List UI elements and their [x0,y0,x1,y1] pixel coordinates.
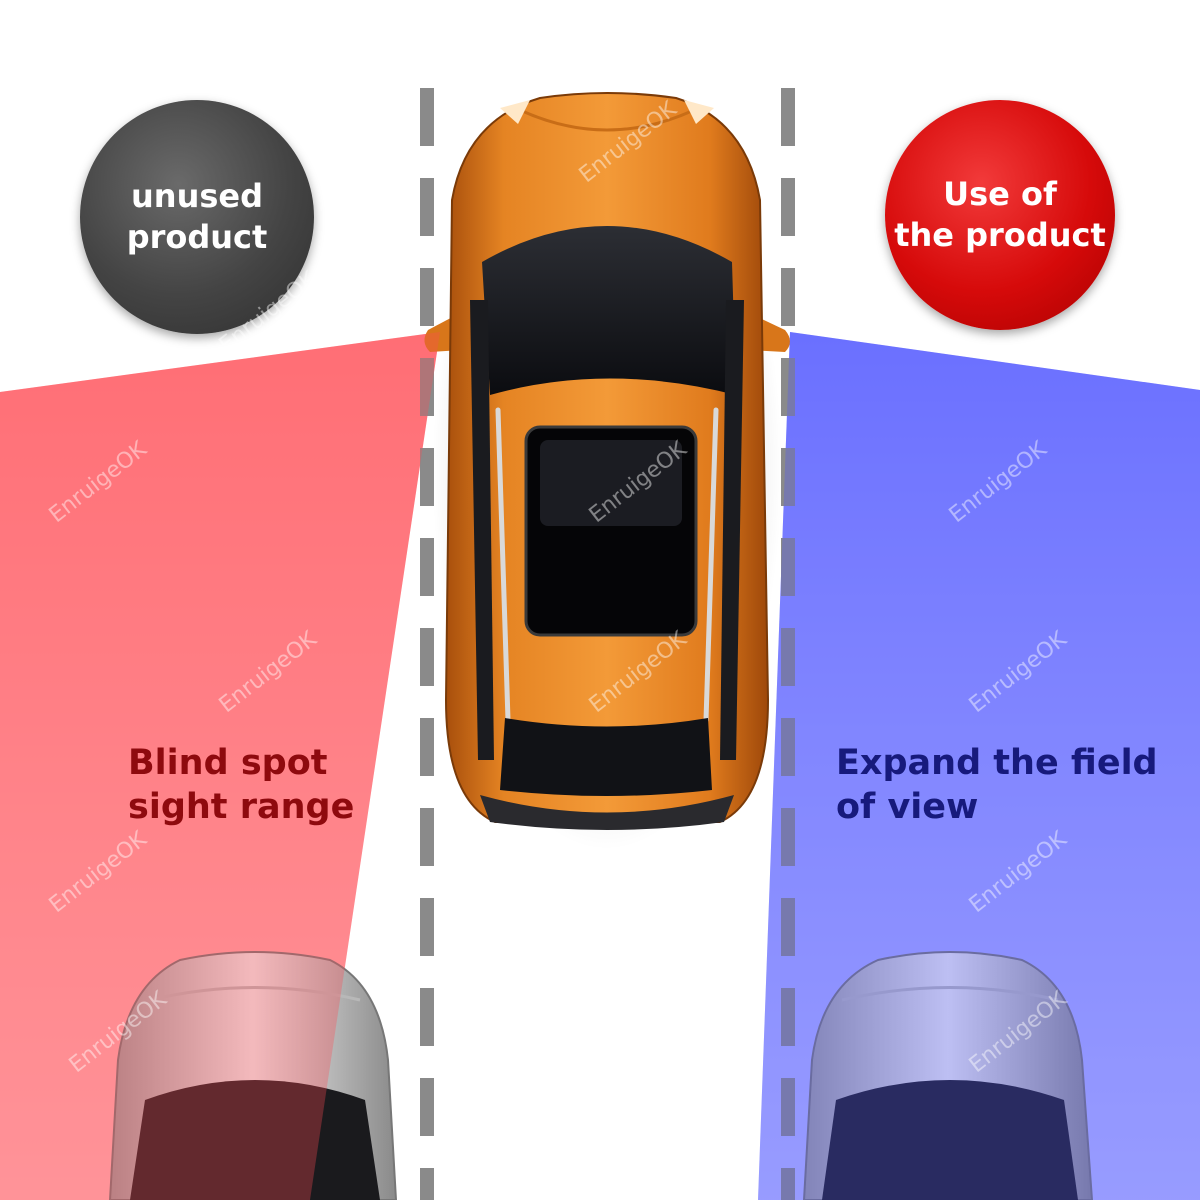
lane-dash [420,628,434,686]
lane-dash [420,808,434,866]
blind-spot-label: Blind spot sight range [128,742,354,830]
lane-dash [781,988,795,1046]
blind-spot-label-line: Blind spot [128,743,328,783]
use-of-product-badge: Use of the product [885,100,1115,330]
lane-dash [781,628,795,686]
lane-dash [420,718,434,776]
badge-text-line: product [126,218,268,256]
lane-dash [420,1078,434,1136]
lane-dash [781,718,795,776]
lane-dash [420,268,434,326]
lane-marking-left [420,88,434,1200]
blind-spot-label-line: sight range [128,786,355,827]
badge-text-line: unused [131,177,263,216]
main-car [424,90,790,850]
lane-dash [420,178,434,236]
lane-dash [420,988,434,1046]
expanded-view-label-line: Expand the field [836,743,1158,783]
lane-marking-right [781,88,795,1200]
lane-dash [781,808,795,866]
expanded-view-label: Expand the field of view [836,742,1158,830]
badge-text-line: the product [894,216,1106,254]
expanded-view-label-line: of view [836,786,979,827]
lane-dash [781,538,795,596]
lane-dash [781,358,795,416]
lane-dash [781,1078,795,1136]
trailing-car-right [802,951,1094,1200]
unused-product-badge: unused product [80,100,314,334]
lane-dash [420,358,434,416]
lane-dash [781,178,795,236]
lane-dash [420,448,434,506]
trailing-car-left [108,951,398,1200]
lane-dash [420,898,434,956]
lane-dash [781,268,795,326]
badge-text-line: Use of [943,175,1057,214]
lane-dash [420,1168,434,1200]
lane-dash [781,1168,795,1200]
lane-dash [781,898,795,956]
lane-dash [420,88,434,146]
lane-dash [781,88,795,146]
lane-dash [781,448,795,506]
lane-dash [420,538,434,596]
